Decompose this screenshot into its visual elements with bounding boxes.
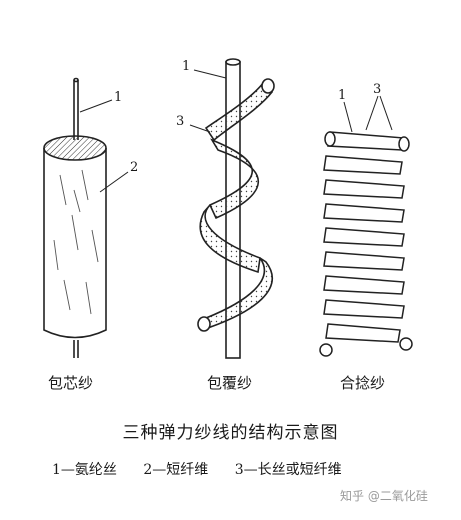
plied-yarn-illustration <box>319 95 413 357</box>
callout-core-2: 2 <box>130 160 139 175</box>
callout-ply-1: 1 <box>338 88 347 103</box>
panel-label-plied: 合捻纱 <box>340 374 386 392</box>
callout-ply-3: 3 <box>373 82 382 97</box>
legend: 1—氨纶丝 2—短纤维 3—长丝或短纤维 <box>52 459 364 479</box>
figure-caption: 三种弹力纱线的结构示意图 <box>122 423 339 443</box>
yarn-structure-diagram <box>43 58 413 359</box>
panel-label-covered: 包覆纱 <box>207 374 253 392</box>
callout-cover-1: 1 <box>182 59 191 74</box>
callout-core-1: 1 <box>114 90 123 105</box>
panel-label-core-spun: 包芯纱 <box>48 374 94 392</box>
legend-item-filament-or-staple: 3—长丝或短纤维 <box>234 462 342 478</box>
watermark: 知乎 @二氧化硅 <box>340 489 428 503</box>
covered-yarn-illustration <box>189 58 275 359</box>
callout-cover-3: 3 <box>176 114 185 129</box>
legend-item-staple-fiber: 2—短纤维 <box>143 462 209 478</box>
legend-item-spandex: 1—氨纶丝 <box>52 462 117 478</box>
core-spun-yarn-illustration <box>43 77 129 358</box>
